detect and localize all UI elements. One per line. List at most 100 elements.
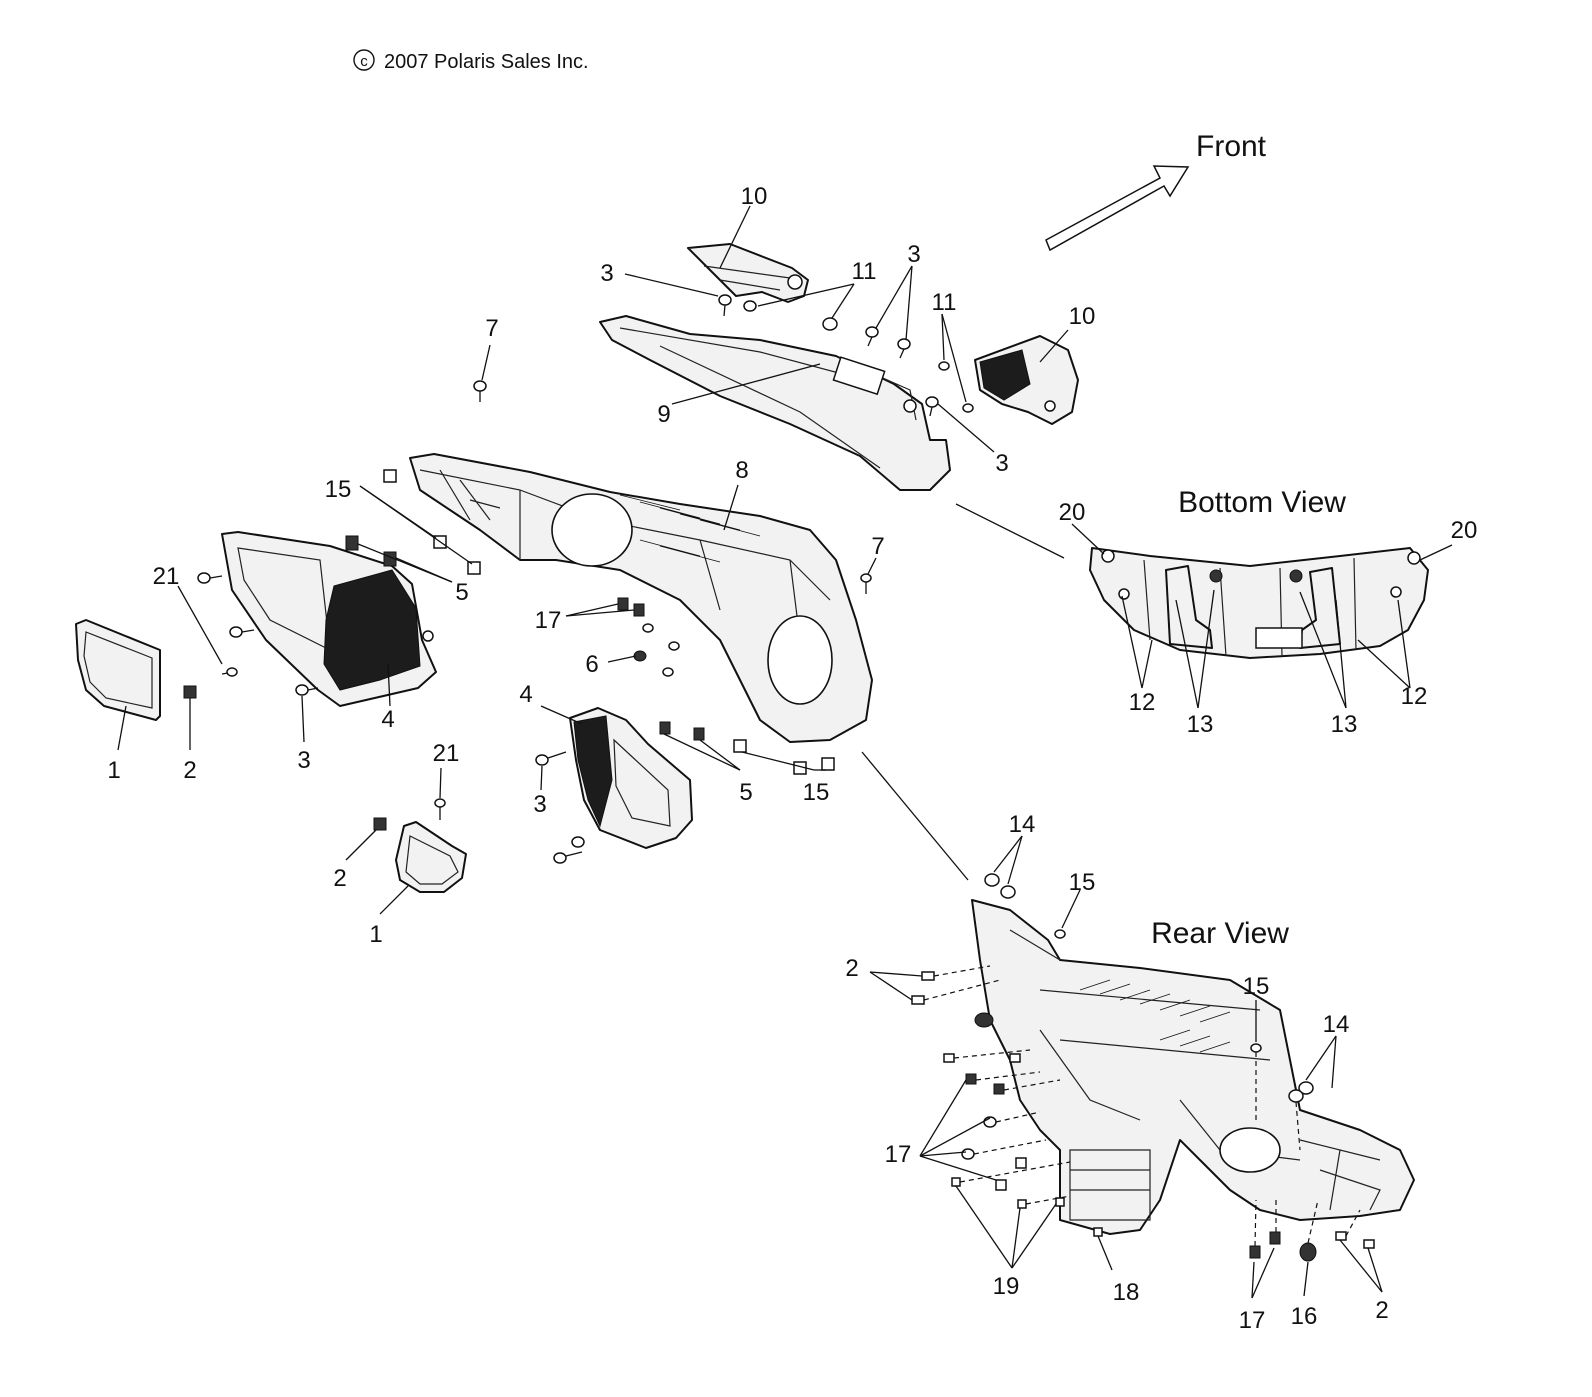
part-10-right-cover: [974, 335, 1079, 425]
callout-3: 3: [907, 241, 920, 268]
callout-10-top: 10: [741, 183, 768, 210]
callout-8: 8: [735, 457, 748, 484]
copyright-symbol: c: [360, 53, 368, 70]
screw: [668, 641, 680, 651]
callout-17: 17: [885, 1141, 912, 1168]
screw: [860, 573, 872, 594]
front-label: Front: [1196, 130, 1267, 163]
part-4-left-panel: [221, 531, 437, 707]
front-direction-arrow: Front: [1045, 130, 1267, 252]
copyright-text: 2007 Polaris Sales Inc.: [384, 51, 589, 73]
callout-5: 5: [455, 579, 468, 606]
callout-15: 15: [325, 476, 352, 503]
screw: [553, 851, 583, 864]
bottom-view-part: [1089, 547, 1429, 659]
callout-2: 2: [333, 865, 346, 892]
callout-15: 15: [1243, 973, 1270, 1000]
callout-21: 21: [433, 740, 460, 767]
clip: [693, 727, 705, 741]
callout-3: 3: [533, 791, 546, 818]
callout-1: 1: [369, 921, 382, 948]
screw: [197, 572, 223, 584]
part-10-upper-cover: [687, 243, 809, 303]
clip: [345, 535, 359, 551]
screw: [295, 684, 319, 696]
callout-7: 7: [871, 533, 884, 560]
clip: [373, 817, 387, 831]
callout-2: 2: [845, 955, 858, 982]
callout-3: 3: [995, 450, 1008, 477]
nut: [822, 317, 838, 331]
callout-11: 11: [852, 258, 877, 285]
callout-4: 4: [381, 706, 394, 733]
bottom-view-callouts: Bottom View 20 20 12 13 13 12: [1059, 486, 1478, 738]
callout-13: 13: [1187, 711, 1214, 738]
callout-11: 11: [932, 289, 957, 316]
rear-view-callouts: Rear View 14 15 2 15 14 17 19 18 17 16 2: [845, 811, 1388, 1334]
nut: [962, 403, 974, 413]
callout-17: 17: [1239, 1307, 1266, 1334]
screw: [473, 380, 487, 402]
callout-13: 13: [1331, 711, 1358, 738]
bottom-view-title: Bottom View: [1178, 486, 1346, 519]
screw: [865, 326, 879, 347]
part-1-left-lens: [75, 619, 161, 721]
callout-18: 18: [1113, 1279, 1140, 1306]
callout-17: 17: [535, 607, 562, 634]
callout-3: 3: [600, 260, 613, 287]
main-callouts: 10 3 11 3 11 10 9 3 7 8 15 5 21 17 6 7 4…: [107, 183, 1095, 948]
callout-2: 2: [1375, 1297, 1388, 1324]
screw: [642, 623, 654, 633]
rear-view-title: Rear View: [1151, 917, 1289, 950]
callout-6: 6: [585, 651, 598, 678]
callout-20: 20: [1059, 499, 1086, 526]
clip: [183, 685, 197, 699]
callout-10-right: 10: [1069, 303, 1096, 330]
callout-4: 4: [519, 681, 532, 708]
clip: [617, 597, 629, 611]
callout-7: 7: [485, 315, 498, 342]
screw: [434, 798, 446, 820]
callout-16: 16: [1291, 1303, 1318, 1330]
callout-15: 15: [803, 779, 830, 806]
screw: [535, 751, 567, 766]
clip: [659, 721, 671, 735]
part-4-lower-panel: [569, 707, 693, 849]
clip: [467, 561, 481, 575]
clip: [633, 603, 645, 617]
screw: [718, 294, 732, 317]
screw: [662, 667, 674, 677]
screw: [571, 836, 585, 848]
callout-12: 12: [1129, 689, 1156, 716]
callout-14: 14: [1009, 811, 1036, 838]
callout-20: 20: [1451, 517, 1478, 544]
callout-9: 9: [657, 401, 670, 428]
clip: [383, 469, 397, 483]
rear-view-part: [971, 899, 1415, 1235]
callout-1: 1: [107, 757, 120, 784]
callout-15: 15: [1069, 869, 1096, 896]
clip: [821, 757, 835, 771]
screw: [221, 667, 238, 677]
part-9-dash-trim: [599, 315, 951, 491]
bottom-view-leaders: [1071, 523, 1453, 709]
nut: [938, 361, 950, 371]
screw: [229, 626, 255, 638]
callout-5: 5: [739, 779, 752, 806]
callout-21: 21: [153, 563, 180, 590]
main-hardware: [183, 294, 974, 864]
callout-14: 14: [1323, 1011, 1350, 1038]
callout-12: 12: [1401, 683, 1428, 710]
copyright: c 2007 Polaris Sales Inc.: [353, 49, 589, 73]
part-8-dash-housing: [409, 453, 873, 743]
nut: [743, 300, 757, 312]
callout-19: 19: [993, 1273, 1020, 1300]
screw: [925, 396, 939, 417]
clip: [733, 739, 747, 753]
part-1-lower-lens: [395, 821, 467, 893]
callout-2: 2: [183, 757, 196, 784]
main-leader-lines: [117, 205, 1069, 915]
rear-view-leaders: [869, 835, 1383, 1299]
callout-3: 3: [297, 747, 310, 774]
